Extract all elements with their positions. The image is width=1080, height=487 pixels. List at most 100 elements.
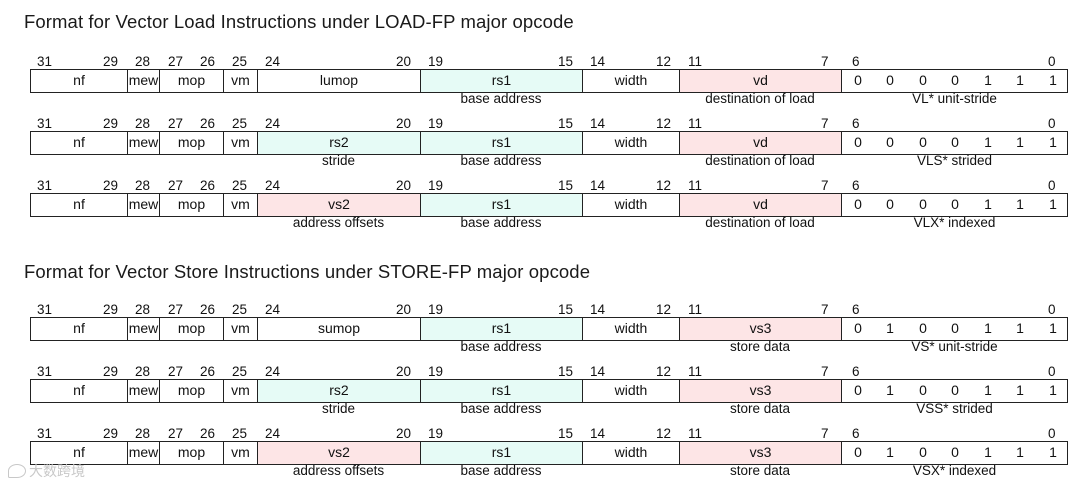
opcode-bit: 0 xyxy=(919,444,927,460)
bit-number: 28 xyxy=(135,116,151,131)
opcode-bit: 0 xyxy=(854,320,862,336)
opcode-description: VSX* indexed xyxy=(912,463,997,478)
opcode-bit: 1 xyxy=(984,382,992,398)
bit-number: 19 xyxy=(428,178,444,193)
bit-number: 31 xyxy=(37,178,53,193)
opcode-bit: 0 xyxy=(951,72,959,88)
bit-number: 27 xyxy=(168,116,184,131)
opcode-bit: 0 xyxy=(919,134,927,150)
opcode-bit: 1 xyxy=(1016,134,1024,150)
bit-number: 24 xyxy=(265,178,281,193)
bit-number: 19 xyxy=(428,54,444,69)
bit-number: 25 xyxy=(232,116,248,131)
field-vs3: vs3 xyxy=(679,442,841,464)
opcode-bit: 1 xyxy=(1049,382,1057,398)
bit-number: 6 xyxy=(852,302,860,317)
field-width: width xyxy=(582,318,679,340)
bit-number: 14 xyxy=(590,116,606,131)
bit-number: 19 xyxy=(428,302,444,317)
watermark: 大数跨境 xyxy=(8,461,85,481)
bit-number: 15 xyxy=(558,178,574,193)
field-nf: nf xyxy=(30,132,127,154)
bit-number: 12 xyxy=(656,302,672,317)
bit-number: 11 xyxy=(688,116,703,131)
field-vd: vd xyxy=(679,132,841,154)
bit-number: 7 xyxy=(821,178,829,193)
field-nf: nf xyxy=(30,318,127,340)
field-description: base address xyxy=(460,153,542,168)
bit-number: 19 xyxy=(428,116,444,131)
field-opcode: 0 0 0 0 1 1 1 xyxy=(841,70,1068,92)
bit-number: 7 xyxy=(821,364,829,379)
bit-number: 15 xyxy=(558,364,574,379)
opcode-description: VL* unit-stride xyxy=(912,91,997,106)
bit-number: 29 xyxy=(103,364,119,379)
bit-number: 12 xyxy=(656,178,672,193)
bit-number: 0 xyxy=(1048,426,1056,441)
instruction-row-vss: 31 29 28 27 26 25 24 20 19 15 14 12 11 7… xyxy=(0,365,1080,421)
bit-number: 31 xyxy=(37,116,53,131)
bit-number: 15 xyxy=(558,426,574,441)
opcode-bit: 0 xyxy=(854,444,862,460)
instruction-row-vl: 31 29 28 27 26 25 24 20 19 15 14 12 11 7… xyxy=(0,55,1080,111)
opcode-bit: 1 xyxy=(1049,444,1057,460)
instruction-row-vs: 31 29 28 27 26 25 24 20 19 15 14 12 11 7… xyxy=(0,303,1080,359)
field-nf: nf xyxy=(30,194,127,216)
field-nf: nf xyxy=(30,380,127,402)
bit-number: 12 xyxy=(656,364,672,379)
bit-number: 0 xyxy=(1048,364,1056,379)
field-description: store data xyxy=(729,339,791,354)
opcode-bit: 1 xyxy=(1049,72,1057,88)
bit-number: 26 xyxy=(200,116,216,131)
bit-number: 27 xyxy=(168,364,184,379)
bit-number: 25 xyxy=(232,364,248,379)
field-rs2: rs2 xyxy=(257,132,420,154)
field-mop: mop xyxy=(159,380,223,402)
bit-number: 27 xyxy=(168,178,184,193)
opcode-bit: 1 xyxy=(1049,320,1057,336)
field-vm: vm xyxy=(223,442,257,464)
field-opcode: 0 1 0 0 1 1 1 xyxy=(841,380,1068,402)
bit-number: 26 xyxy=(200,302,216,317)
field-rs1: rs1 xyxy=(420,442,582,464)
opcode-bit: 1 xyxy=(1016,72,1024,88)
opcode-bit: 0 xyxy=(854,382,862,398)
field-opcode: 0 1 0 0 1 1 1 xyxy=(841,442,1068,464)
field-vm: vm xyxy=(223,194,257,216)
field-vm: vm xyxy=(223,318,257,340)
opcode-bit: 0 xyxy=(919,320,927,336)
bit-number: 11 xyxy=(688,302,703,317)
bit-number: 31 xyxy=(37,54,53,69)
field-description: stride xyxy=(321,153,355,168)
field-opcode: 0 0 0 0 1 1 1 xyxy=(841,194,1068,216)
bit-number: 20 xyxy=(396,178,412,193)
field-lumop: lumop xyxy=(257,70,420,92)
field-description: base address xyxy=(460,463,542,478)
bit-number: 20 xyxy=(396,426,412,441)
opcode-bit: 1 xyxy=(1049,196,1057,212)
bit-number: 19 xyxy=(428,364,444,379)
opcode-bit: 1 xyxy=(1016,320,1024,336)
bit-number: 14 xyxy=(590,54,606,69)
opcode-bit: 0 xyxy=(951,196,959,212)
opcode-bit: 0 xyxy=(919,72,927,88)
bit-number: 6 xyxy=(852,178,860,193)
field-rs2: rs2 xyxy=(257,380,420,402)
field-rs1: rs1 xyxy=(420,132,582,154)
bit-number: 6 xyxy=(852,364,860,379)
bit-number: 14 xyxy=(590,364,606,379)
field-description: destination of load xyxy=(705,215,815,230)
bit-number: 14 xyxy=(590,302,606,317)
instruction-fields: nf mew mop vm lumop rs1 width vd 0 0 0 0… xyxy=(30,69,1068,93)
bit-number: 20 xyxy=(396,302,412,317)
opcode-bit: 0 xyxy=(951,382,959,398)
bit-number: 27 xyxy=(168,54,184,69)
opcode-bit: 1 xyxy=(1049,134,1057,150)
bit-number: 26 xyxy=(200,364,216,379)
opcode-description: VS* unit-stride xyxy=(911,339,998,354)
opcode-description: VSS* strided xyxy=(916,401,993,416)
section-title-store: Format for Vector Store Instructions und… xyxy=(24,261,591,282)
opcode-bit: 0 xyxy=(951,320,959,336)
bit-number: 11 xyxy=(688,178,703,193)
field-rs1: rs1 xyxy=(420,380,582,402)
